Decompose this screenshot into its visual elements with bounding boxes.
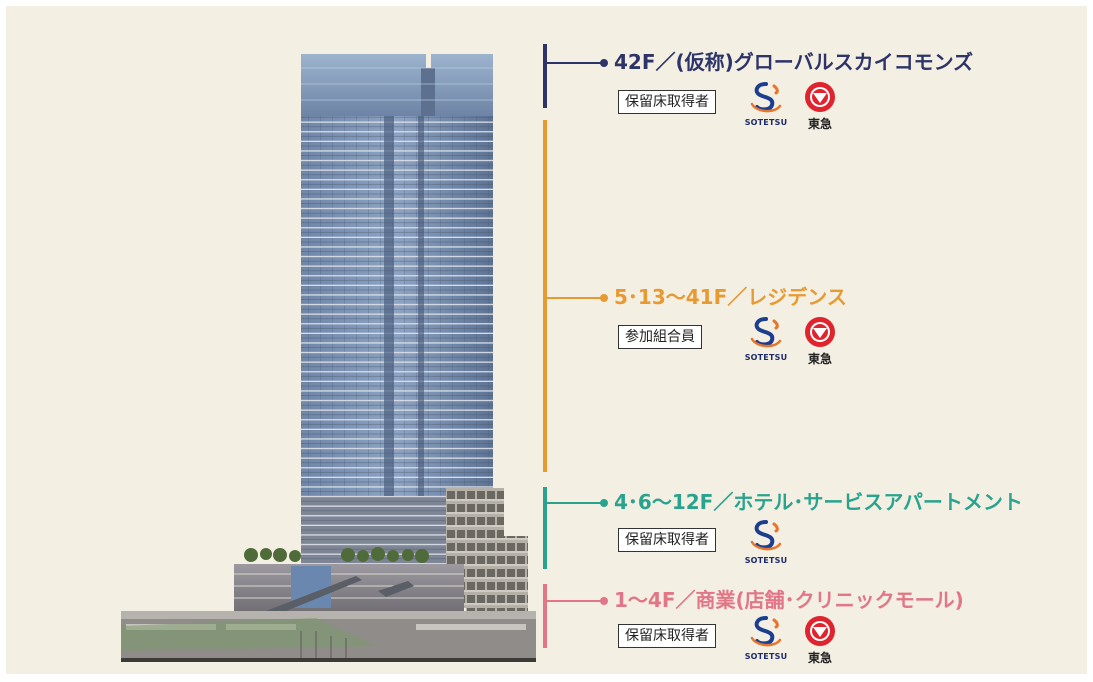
section-title: 5･13～41F／レジデンス: [614, 285, 847, 309]
diagram-panel: 42F／(仮称)グローバルスカイコモンズ 保留床取得者 SOTETSU 東急: [6, 6, 1087, 674]
connector-line: [545, 502, 601, 504]
floor-range-bar: [543, 44, 547, 108]
sotetsu-logo: SOTETSU: [744, 614, 788, 666]
connector-dot: [600, 59, 608, 67]
sotetsu-logo: SOTETSU: [744, 80, 788, 132]
sotetsu-label: SOTETSU: [744, 556, 788, 565]
tokyu-logo: 東急: [798, 614, 842, 666]
tower-illustration: [121, 54, 536, 662]
connector-line: [545, 297, 601, 299]
sotetsu-label: SOTETSU: [744, 652, 788, 661]
tokyu-label: 東急: [807, 651, 832, 665]
tokyu-label: 東急: [807, 117, 832, 131]
section-title: 42F／(仮称)グローバルスカイコモンズ: [614, 50, 974, 74]
role-label: 参加組合員: [618, 325, 702, 349]
role-label: 保留床取得者: [618, 528, 716, 552]
connector-dot: [600, 294, 608, 302]
tokyu-logo: 東急: [798, 315, 842, 367]
section-title: 1～4F／商業(店舗･クリニックモール): [614, 588, 964, 612]
connector-line: [545, 62, 601, 64]
sotetsu-label: SOTETSU: [744, 353, 788, 362]
floor-range-bar: [543, 584, 547, 648]
sotetsu-logo: SOTETSU: [744, 315, 788, 367]
floor-range-bar: [543, 120, 547, 472]
sotetsu-label: SOTETSU: [744, 118, 788, 127]
sotetsu-logo: SOTETSU: [744, 518, 788, 570]
connector-line: [545, 600, 601, 602]
connector-dot: [600, 597, 608, 605]
section-title: 4･6～12F／ホテル･サービスアパートメント: [614, 490, 1023, 514]
role-label: 保留床取得者: [618, 90, 716, 114]
floor-range-bar: [543, 487, 547, 569]
connector-dot: [600, 499, 608, 507]
tokyu-logo: 東急: [798, 80, 842, 132]
role-label: 保留床取得者: [618, 624, 716, 648]
tokyu-label: 東急: [807, 352, 832, 366]
